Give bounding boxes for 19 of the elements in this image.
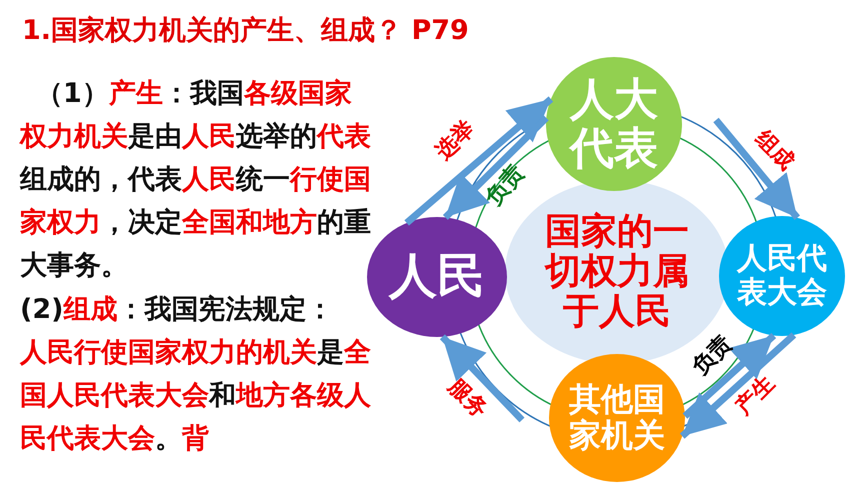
node-label: 其他国家机关 (568, 382, 666, 454)
slide-title: 1.国家权力机关的产生、组成？ P79 (22, 14, 469, 48)
arrow (404, 96, 554, 226)
arrow (440, 334, 525, 422)
edge-label: 组成 (749, 124, 800, 176)
edge-label: 服务 (442, 372, 494, 424)
arrow (713, 118, 800, 220)
arrow (680, 332, 796, 439)
body-paragraph: (2)组成：我国宪法规定： (20, 293, 334, 327)
node-label: 人民 (388, 250, 486, 304)
edge-label: 选举 (430, 114, 481, 166)
arrow (442, 115, 549, 220)
node-label: 人民代表大会 (736, 242, 828, 310)
node-label: 人大代表 (568, 74, 659, 174)
arrow (682, 332, 776, 419)
body-paragraph: 人民行使国家权力的机关是全国人民代表大会和地方各级人民代表大会。背 (20, 336, 372, 456)
body-paragraph: （1）产生：我国各级国家权力机关是由人民选举的代表组成的，代表人民统一行使国家权力，决定全国和地方的重大事务。 (20, 77, 372, 283)
edge-label: 负责 (480, 159, 530, 212)
node-label: 国家的一切权力属于人民 (543, 212, 690, 332)
